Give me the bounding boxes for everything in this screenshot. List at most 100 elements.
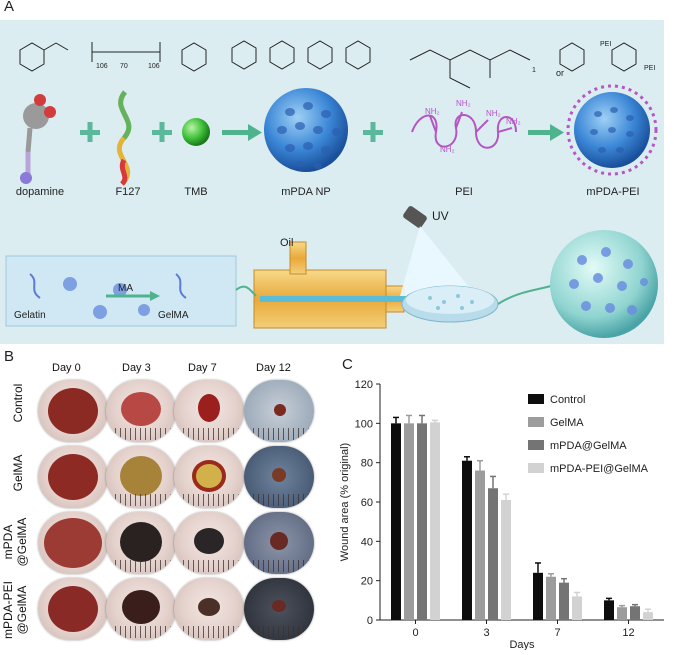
bar — [501, 500, 511, 620]
legend-label: mPDA@GelMA — [550, 440, 627, 452]
microfluidic-nozzle-icon — [235, 241, 410, 329]
ma-label: MA — [118, 283, 133, 294]
bar — [559, 582, 569, 620]
mpda-pei-sphere-icon — [566, 84, 658, 176]
gelma-synthesis-box — [5, 255, 237, 327]
wound-photo — [244, 446, 314, 508]
y-axis-label: Wound area (% original) — [339, 443, 351, 561]
wound-photo — [174, 446, 244, 508]
subscript-70: 70 — [120, 63, 128, 70]
panel-c-letter: C — [342, 356, 353, 373]
y-tick-label: 120 — [355, 379, 373, 391]
wound-photo — [38, 512, 108, 574]
day-label-0: Day 0 — [52, 362, 81, 374]
pei-label: PEI — [455, 186, 473, 198]
dopamine-molecule-icon — [20, 94, 56, 184]
bar — [417, 423, 427, 620]
svg-text:NH₂: NH₂ — [486, 109, 501, 118]
svg-text:NH₂: NH₂ — [425, 107, 440, 116]
wound-photo — [244, 512, 314, 574]
y-tick-label: 80 — [361, 458, 373, 470]
wound-photo — [106, 578, 176, 640]
pei-polymer-icon — [411, 111, 517, 149]
y-tick-label: 60 — [361, 497, 373, 509]
legend-swatch — [528, 440, 544, 450]
x-tick-label: 3 — [483, 627, 489, 639]
y-tick-label: 100 — [355, 418, 373, 430]
panel-a-schematic: or 106 70 106 1 PEI PEI — [0, 20, 664, 344]
legend-swatch — [528, 463, 544, 473]
bar — [604, 600, 614, 620]
x-tick-label: 7 — [554, 627, 560, 639]
bar — [430, 422, 440, 620]
subscript-106a: 106 — [96, 63, 108, 70]
mpda-pei-label: mPDA-PEI — [586, 186, 640, 198]
gelatin-label: Gelatin — [14, 310, 46, 321]
gelma-label: GelMA — [158, 310, 189, 321]
pei-suffix-2: PEI — [644, 65, 655, 72]
dopamine-label: dopamine — [15, 186, 65, 198]
subscript-106b: 106 — [148, 63, 160, 70]
mpda-np-label: mPDA NP — [281, 186, 331, 198]
wound-photo — [106, 446, 176, 508]
day-label-12: Day 12 — [256, 362, 291, 374]
f127-label: F127 — [115, 186, 141, 198]
wound-photo — [106, 512, 176, 574]
svg-text:NH₂: NH₂ — [456, 99, 471, 108]
bar — [533, 572, 543, 620]
x-tick-label: 0 — [412, 627, 418, 639]
row-label-control: Control — [11, 383, 25, 423]
wound-photo — [106, 380, 176, 442]
wound-photo — [174, 512, 244, 574]
legend-swatch — [528, 394, 544, 404]
legend-label: Control — [550, 394, 585, 406]
day-label-3: Day 3 — [122, 362, 151, 374]
tmb-sphere-icon — [182, 118, 210, 146]
bar — [404, 423, 414, 620]
panel-a-letter: A — [4, 0, 15, 15]
bar — [462, 460, 472, 620]
or-label: or — [556, 68, 564, 78]
bar — [488, 488, 498, 620]
bar — [546, 576, 556, 620]
wound-photo — [38, 380, 108, 442]
panel-b-letter: B — [4, 348, 15, 365]
bar — [391, 423, 401, 620]
legend-label: GelMA — [550, 417, 584, 429]
y-tick-label: 20 — [361, 576, 373, 588]
wound-photo — [244, 380, 314, 442]
uv-lamp-icon — [400, 206, 476, 296]
plus-icons — [80, 122, 383, 142]
wound-photo — [244, 578, 314, 640]
row-label-mpda-pei-gelma: mPDA-PEI @GelMA — [1, 581, 29, 640]
wound-photo — [38, 446, 108, 508]
bar — [617, 607, 627, 620]
x-tick-label: 12 — [622, 627, 634, 639]
svg-text:NH₂: NH₂ — [440, 145, 455, 154]
bar — [643, 612, 653, 620]
petri-dish-icon — [401, 285, 499, 323]
panel-a-svg: or 106 70 106 1 PEI PEI — [5, 40, 658, 338]
pei-nh2-labels: NH₂ NH₂ NH₂ NH₂ NH₂ — [425, 99, 521, 154]
gel-microsphere-icon — [550, 230, 658, 338]
bar — [630, 606, 640, 620]
subscript-1: 1 — [532, 67, 536, 74]
legend-label: mPDA-PEI@GelMA — [550, 463, 649, 475]
wound-photo — [174, 578, 244, 640]
pei-suffix-1: PEI — [600, 41, 611, 48]
wound-photo — [174, 380, 244, 442]
uv-label: UV — [432, 209, 449, 223]
bar — [475, 470, 485, 620]
y-tick-label: 0 — [367, 615, 373, 627]
arrow-right-icon-1 — [222, 124, 262, 141]
x-axis-label: Days — [509, 639, 535, 650]
wound-photo — [38, 578, 108, 640]
svg-text:NH₂: NH₂ — [506, 117, 521, 126]
arrow-right-icon-2 — [528, 124, 564, 141]
mpda-np-sphere-icon — [264, 88, 348, 172]
oil-label: Oil — [280, 237, 293, 249]
day-label-7: Day 7 — [188, 362, 217, 374]
tmb-label: TMB — [184, 186, 208, 198]
y-tick-label: 40 — [361, 536, 373, 548]
